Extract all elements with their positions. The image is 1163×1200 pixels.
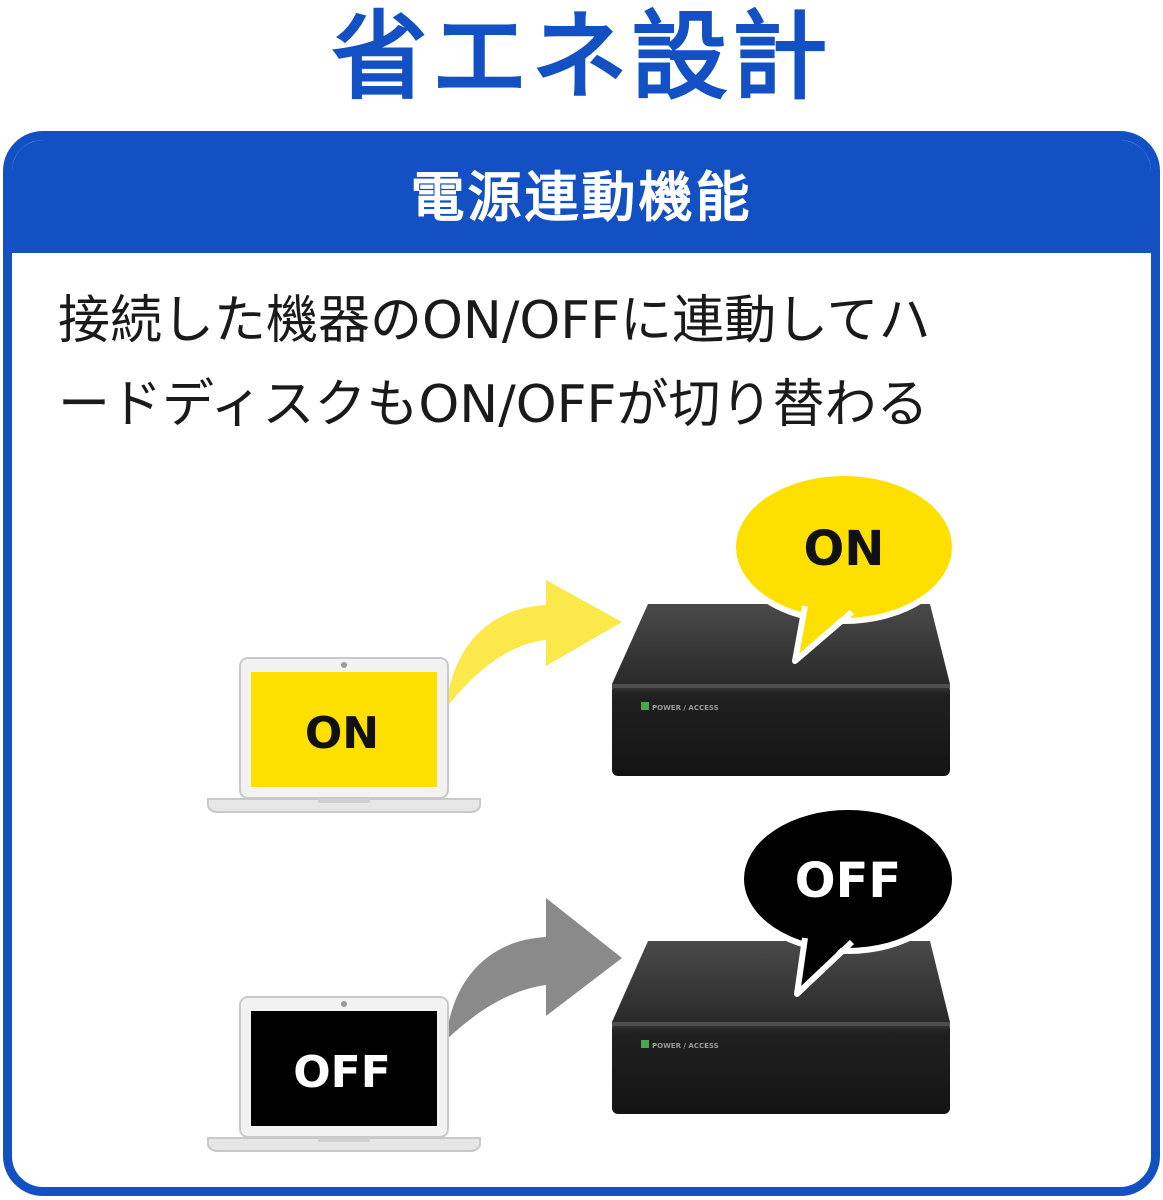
arrow-off-icon [446, 898, 622, 1040]
hdd-off-led-label: POWER / ACCESS [652, 1042, 719, 1050]
speech-bubble-off [738, 804, 958, 997]
off-scene: OFF POWER / ACCESS OFF [207, 804, 958, 1152]
laptop-off-screen-label: OFF [293, 1047, 391, 1098]
speech-bubble-on [730, 470, 958, 664]
hdd-on: POWER / ACCESS [612, 604, 950, 776]
arrow-on-icon [446, 580, 622, 708]
panel-header: 電源連動機能 [12, 140, 1151, 253]
feature-panel: 電源連動機能 [3, 131, 1160, 1196]
laptop-off-screen [251, 1011, 437, 1126]
speech-bubble-on-label: ON [804, 521, 885, 577]
page-title: 省エネ設計 [331, 1, 832, 113]
description-line-1: 接続した機器のON/OFFに連動してハ [58, 291, 931, 351]
hdd-on-led-label: POWER / ACCESS [652, 704, 719, 712]
feature-description: 接続した機器のON/OFFに連動してハ ードディスクもON/OFFが切り替わる [58, 279, 1118, 447]
led-icon [641, 1040, 649, 1048]
hdd-off: POWER / ACCESS [612, 941, 950, 1114]
description-line-2: ードディスクもON/OFFが切り替わる [58, 375, 929, 435]
laptop-on-screen-label: ON [305, 708, 379, 759]
speech-bubble-off-label: OFF [795, 853, 901, 909]
led-icon [641, 702, 649, 710]
laptop-on [207, 657, 481, 813]
laptop-on-screen [251, 672, 437, 787]
laptop-off [207, 996, 481, 1152]
on-scene: ON POWER / ACCESS ON [207, 470, 958, 813]
